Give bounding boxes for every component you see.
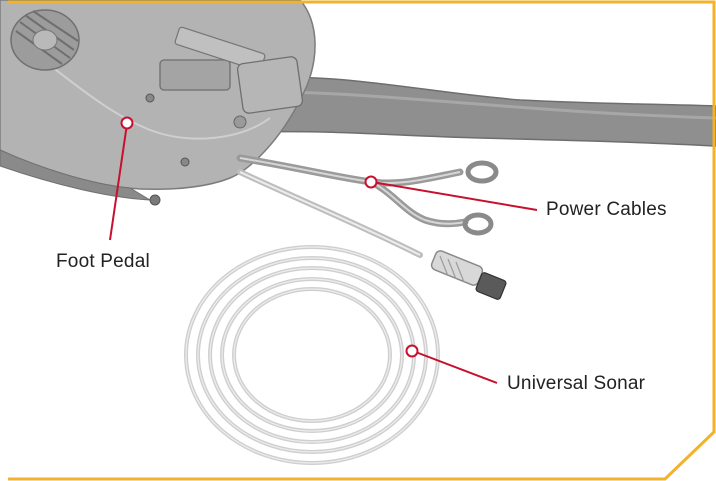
power-cables-marker (364, 175, 378, 189)
pedal-bracket (145, 26, 304, 206)
universal-sonar-marker (405, 344, 419, 358)
power-cables-leader (364, 175, 538, 211)
product-illustration (0, 0, 716, 465)
power-cable-sleeve (249, 76, 716, 147)
sonar-connector (430, 250, 507, 300)
power-cables-label: Power Cables (546, 199, 667, 220)
frame-border (8, 0, 716, 481)
pedal-knob (10, 9, 80, 71)
sonar-cable-run (237, 169, 423, 258)
foot-pedal-leader (109, 116, 134, 241)
foot-pedal-label: Foot Pedal (56, 251, 150, 272)
universal-sonar-leader (405, 344, 498, 384)
foot-pedal-marker (120, 116, 134, 130)
power-lead-negative (368, 178, 494, 236)
universal-sonar-label: Universal Sonar (507, 373, 646, 394)
callout-leaders (109, 116, 538, 384)
